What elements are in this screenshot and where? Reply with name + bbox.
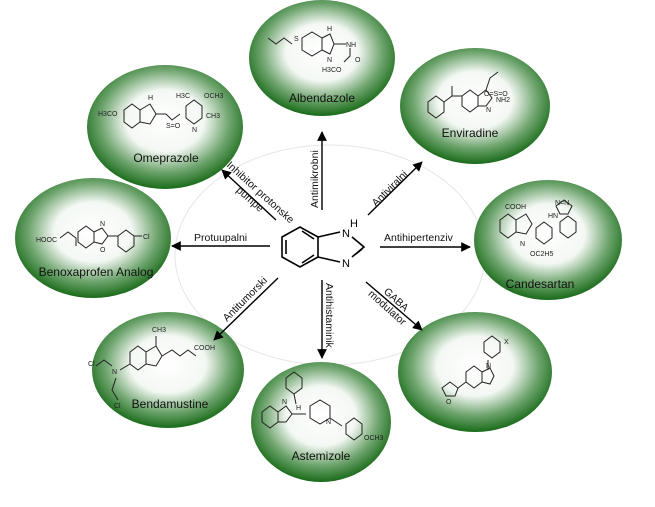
albendazole-nh: NH [346,42,356,49]
bendamustine-cl2: Cl [114,403,121,410]
arrow-gaba [365,281,423,331]
albendazole-h: H [327,26,332,33]
edge-label-antiviralni: Antiviralni [370,168,411,209]
benoxaprofen-structure: HOOC N O Cl [36,221,150,254]
gaba-x: X [504,339,509,346]
center-n-bottom: N [342,258,350,270]
candesartan-n: N [520,241,525,248]
bendamustine-structure: CH3 COOH N Cl Cl [88,327,215,410]
bendamustine-cl1: Cl [88,361,95,368]
node-gaba-compound: X N O [398,312,552,432]
candesartan-hn: HN [548,213,558,220]
gaba-n: N [486,363,491,370]
edge-label-protuupalni: Protuupalni [194,232,247,244]
benoxaprofen-n: N [100,221,105,228]
candesartan-structure: COOH N=N HN N OC2H5 [499,199,577,258]
candesartan-label: Candesartan [506,277,575,291]
astemizole-structure: N H N OCH3 [261,371,384,442]
astemizole-ome: OCH3 [364,435,384,442]
enviradine-label: Enviradine [442,126,499,140]
edge-label-inhibitor: Inhibitor protonske pumpe [224,159,296,226]
omeprazole-meo: H3CO [98,111,118,118]
node-omeprazole: H3CO H S=O H3C OCH3 CH3 N Omeprazole [87,65,243,189]
astemizole-label: Astemizole [292,449,351,463]
arrow-antitumorski [213,277,279,341]
center-benzimidazole: H N N [281,218,366,270]
astemizole-h: H [296,405,301,412]
omeprazole-structure: H3CO H S=O H3C OCH3 CH3 N [98,93,224,134]
omeprazole-h: H [148,95,153,102]
omeprazole-n: N [192,127,197,134]
node-bendamustine: CH3 COOH N Cl Cl Bendamustine [88,312,244,428]
astemizole-n1: N [282,399,287,406]
gaba-compound-structure: X N O [441,335,509,406]
candesartan-cooh: COOH [505,204,526,211]
omeprazole-so: S=O [166,123,181,130]
arrow-inhibitor [221,169,277,221]
omeprazole-h3c: H3C [176,93,190,100]
benoxaprofen-label: Benoxaprofen Analog [39,265,154,279]
bendamustine-n: N [112,369,117,376]
omeprazole-och3: OCH3 [204,93,224,100]
benoxaprofen-cl: Cl [143,234,150,241]
edge-label-gaba: GABA modulator [366,286,411,329]
edge-label-antihistaminik: Antihistaminik [323,283,335,349]
enviradine-structure: O=S=O N NH2 [427,71,510,119]
astemizole-n2: N [326,419,331,426]
benoxaprofen-hooc: HOOC [36,237,57,244]
center-h: H [350,218,358,230]
node-benoxaprofen: HOOC N O Cl Benoxaprofen Analog [15,178,171,298]
albendazole-o: O [355,57,361,64]
edge-label-antihipertenziv: Antihipertenziv [384,232,454,244]
bendamustine-cooh: COOH [194,345,215,352]
node-enviradine: O=S=O N NH2 Enviradine [400,48,550,164]
omeprazole-ch3: CH3 [206,113,220,120]
node-astemizole: N H N OCH3 Astemizole [251,362,391,482]
enviradine-so2: O=S=O [484,91,508,98]
gaba-o: O [446,399,452,406]
albendazole-structure: S H N NH O H3CO [267,26,361,74]
node-albendazole: S H N NH O H3CO Albendazole [249,0,395,116]
arrow-antiviralni [367,161,423,216]
albendazole-h3co: H3CO [322,67,342,74]
edge-label-antimikrobni: Antimikrobni [309,150,321,208]
node-candesartan: COOH N=N HN N OC2H5 Candesartan [474,180,622,300]
albendazole-n: N [327,57,332,64]
enviradine-nh2: NH2 [496,97,510,104]
candesartan-oet: OC2H5 [530,251,553,258]
candesartan-tetrazole: N=N [555,200,569,207]
albendazole-label: Albendazole [289,91,355,105]
albendazole-s: S [294,36,299,43]
bendamustine-ch3: CH3 [152,327,166,334]
enviradine-n: N [486,107,491,114]
omeprazole-label: Omeprazole [133,151,199,165]
edge-label-antitumorski: Antitumorski [221,275,270,324]
center-n-top: N [342,228,350,240]
benoxaprofen-o: O [100,247,106,254]
bendamustine-label: Bendamustine [132,397,209,411]
